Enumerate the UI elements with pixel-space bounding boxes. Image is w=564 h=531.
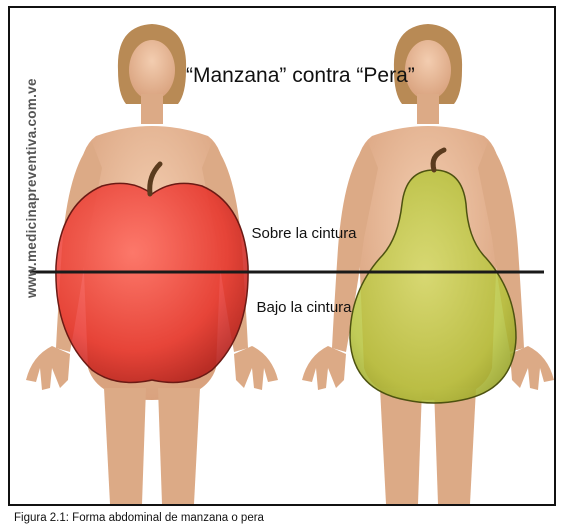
watermark-text: www.medicinapreventiva.com.ve (24, 78, 39, 298)
figure-frame: www.medicinapreventiva.com.ve “Manzana” … (8, 6, 556, 506)
figure-title: “Manzana” contra “Pera” (186, 64, 415, 88)
label-above-waist: Sobre la cintura (248, 222, 360, 245)
figure-caption: Figura 2.1: Forma abdominal de manzana o… (14, 512, 264, 524)
label-below-waist: Bajo la cintura (248, 296, 360, 319)
